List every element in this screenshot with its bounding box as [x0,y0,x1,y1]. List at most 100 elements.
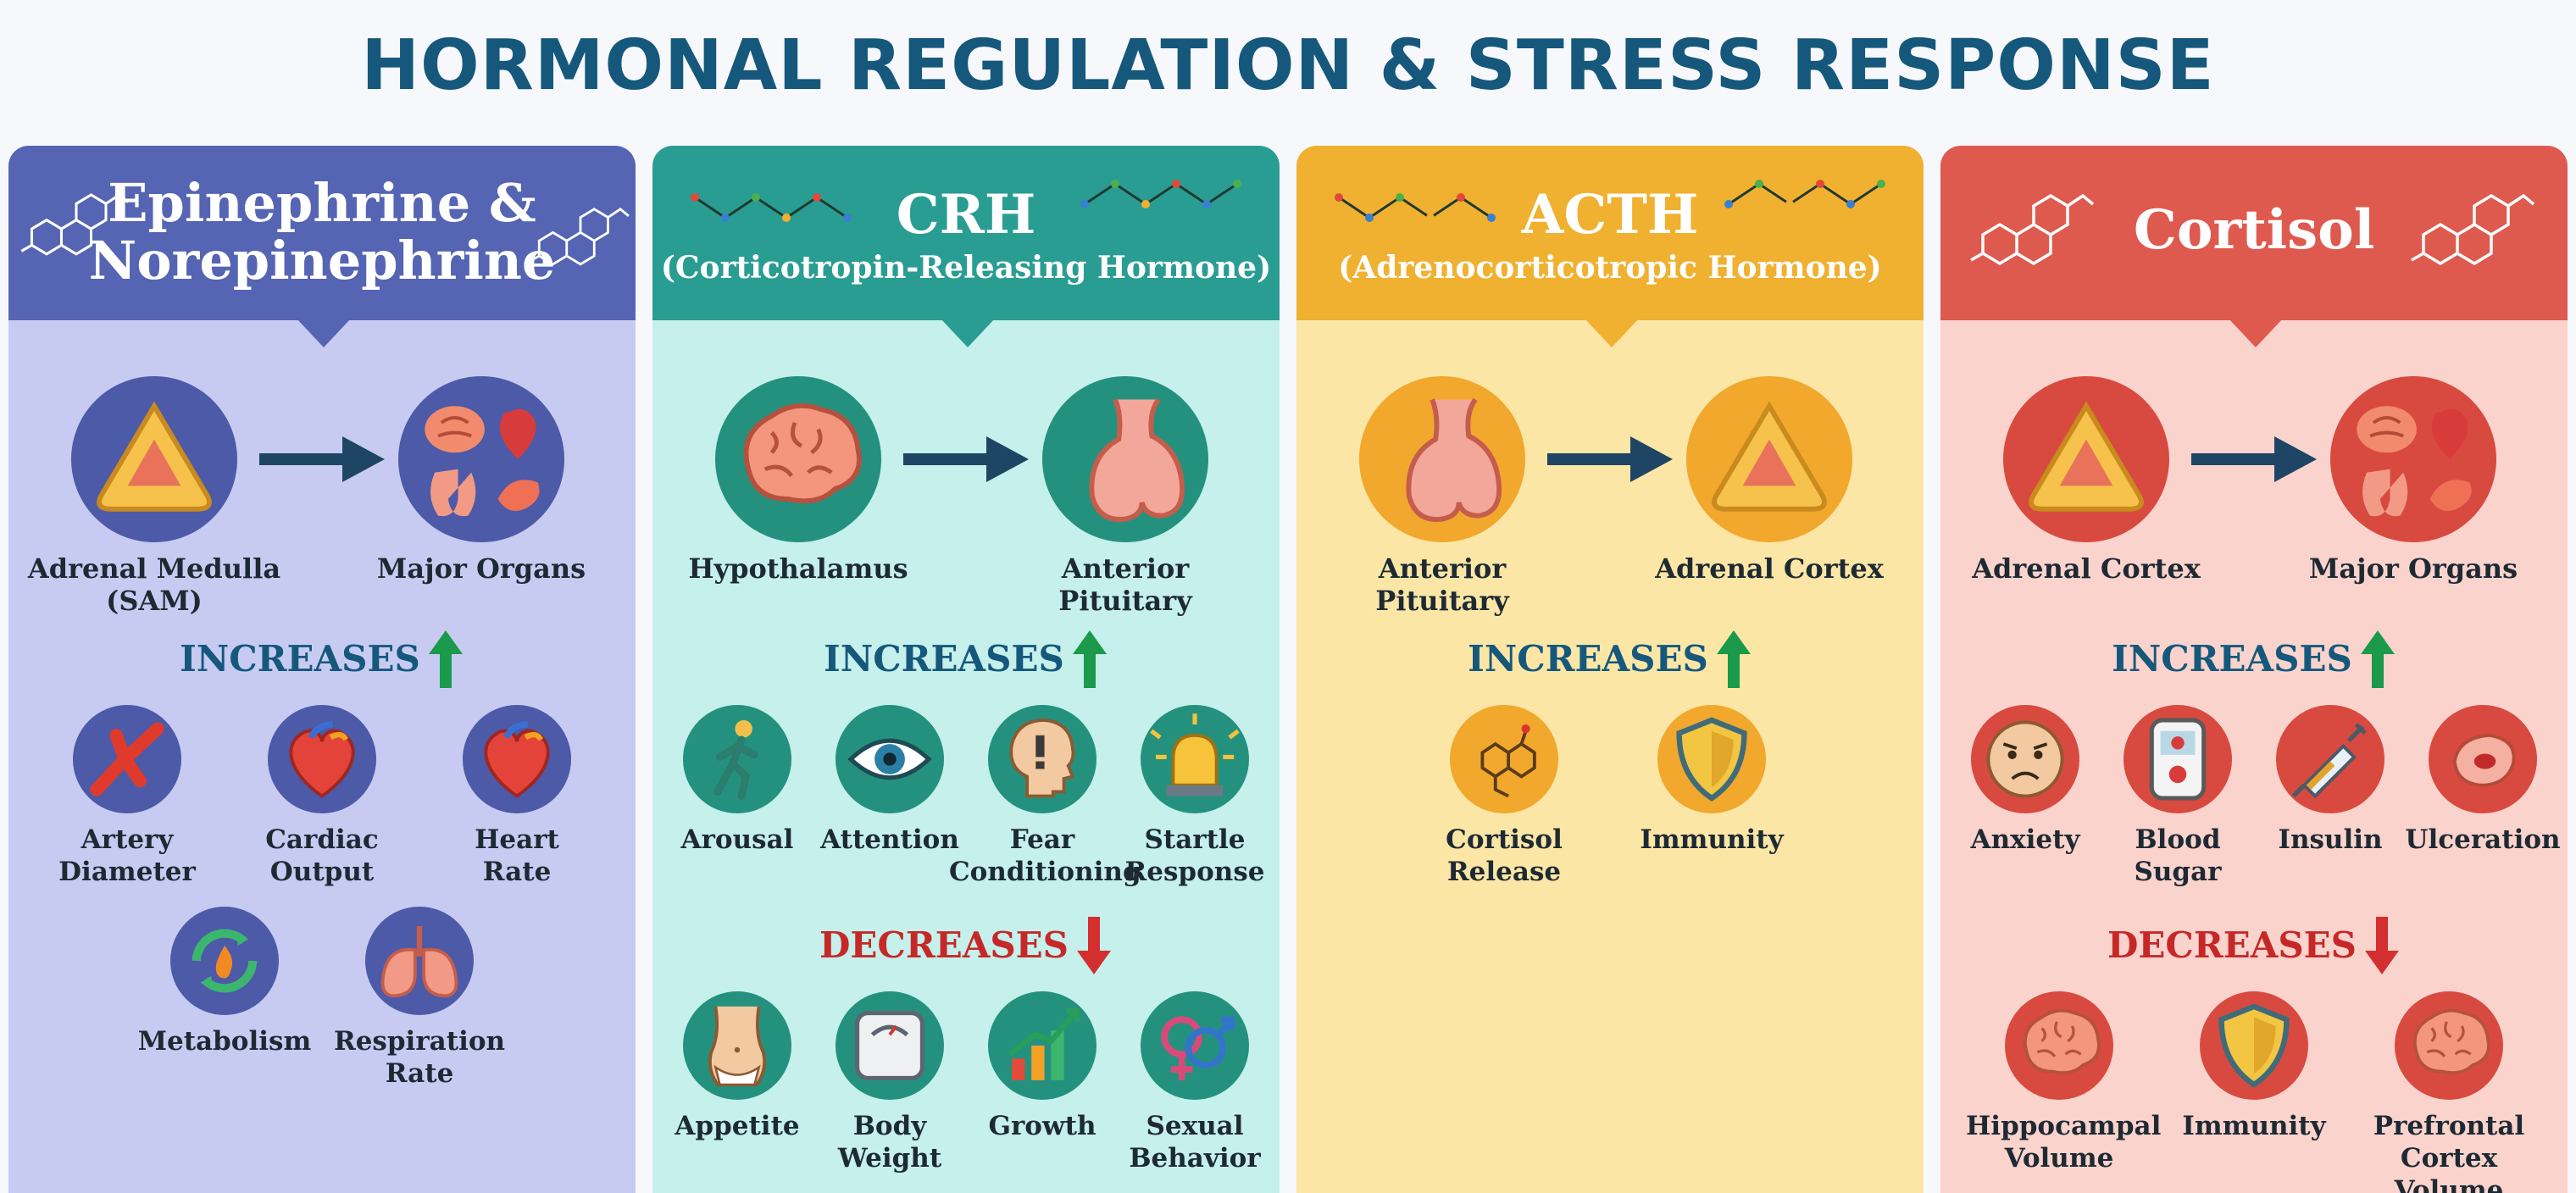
decreases-heading: DECREASES [652,915,1280,976]
effect-label: Prefrontal Cortex Volume [2373,1111,2525,1193]
panel-title: ACTH [1521,183,1699,247]
up-arrow-icon [420,630,464,688]
panel-header: ACTH(Adrenocorticotropic Hormone) [1296,146,1924,320]
panel-subtitle: (Adrenocorticotropic Hormone) [1338,250,1882,286]
alarm-icon [1141,705,1249,813]
pituitary-icon [1359,376,1525,542]
panel-title: Cortisol [2133,198,2375,262]
effect-label: Insulin [2278,824,2383,855]
panel-header: Cortisol [1940,146,2568,320]
molecule-structure-icon [525,171,636,293]
decreases-heading: DECREASES [1940,915,2568,976]
molecule-structure-icon [1720,164,1890,227]
molecule-structure-icon [686,178,856,241]
growth-chart-icon [988,991,1096,1100]
effect-label: Artery Diameter [58,824,196,887]
effect-label: Metabolism [137,1026,312,1057]
ulcer-icon [2429,705,2537,813]
page-title: HORMONAL REGULATION & STRESS RESPONSE [361,25,2215,106]
effect-label: Cardiac Output [265,824,379,887]
effect-label: Respiration Rate [333,1026,506,1089]
gender-icon [1141,991,1249,1100]
effect-label: Fear Conditioning [949,824,1141,887]
up-arrow-icon [2352,630,2396,688]
target-label: Major Organs [2308,552,2518,585]
organs-icon [398,376,564,542]
increases-heading: INCREASES [1940,629,2568,690]
increases-label: INCREASES [1468,638,1708,680]
effect-label: Attention [820,824,959,855]
effect-label: Arousal [680,824,794,855]
adrenal-gland-icon [2003,376,2169,542]
panel-title-line-2: Norepinephrine [88,230,556,291]
panel-header: CRH(Corticotropin-Releasing Hormone) [652,146,1280,320]
panel-title-line-1: Epinephrine & [108,172,536,234]
brain-icon [2005,991,2113,1100]
effect-label: Immunity [2182,1111,2326,1141]
torso-icon [683,991,791,1100]
head-icon [988,705,1096,813]
header-pointer [297,319,351,347]
target-label: Major Organs [376,552,586,585]
panel-header: Epinephrine &Norepinephrine [8,146,636,320]
effect-label: Startle Response [1124,824,1265,887]
increases-heading: INCREASES [8,629,636,690]
flow-arrow-icon [1542,430,1678,492]
effect-label: Anxiety [1970,824,2080,855]
glucose-meter-icon [2124,705,2232,813]
shield-icon [2200,991,2308,1100]
up-arrow-icon [1064,630,1108,688]
worried-face-icon [1971,705,2079,813]
brain-icon [2395,991,2503,1100]
panel-subtitle: (Corticotropin-Releasing Hormone) [660,250,1272,286]
flow-arrow-icon [2186,430,2322,492]
down-arrow-icon [2357,917,2401,974]
effect-label: Hippocampal Volume [1966,1111,2162,1174]
increases-label: INCREASES [824,638,1064,680]
effect-label: Ulceration [2405,824,2561,855]
effect-label: Heart Rate [475,824,559,887]
effect-label: Immunity [1640,824,1784,855]
artery-icon [73,705,181,813]
increases-heading: INCREASES [652,629,1280,690]
header-pointer [941,319,995,347]
increases-label: INCREASES [2112,638,2352,680]
effect-label: Sexual Behavior [1129,1111,1261,1174]
molecule-structure-icon [17,163,136,276]
header-pointer [1585,319,1639,347]
adrenal-gland-icon [71,376,237,542]
increases-heading: INCREASES [1296,629,1924,690]
panel-title: CRH [896,183,1036,247]
increases-label: INCREASES [180,638,420,680]
molecule-structure-icon [1076,164,1246,227]
up-arrow-icon [1708,630,1752,688]
molecule-structure-icon [1966,171,2101,276]
decreases-label: DECREASES [819,924,1069,966]
molecule-structure-icon [2407,171,2542,276]
molecule-icon [1450,705,1558,813]
panel-2: CRH(Corticotropin-Releasing Hormone) Hypo… [652,146,1280,1193]
decreases-label: DECREASES [2107,924,2357,966]
lungs-icon [365,907,474,1015]
eye-icon [836,705,944,813]
adrenal-gland-icon [1686,376,1852,542]
organs-icon [2330,376,2496,542]
scale-icon [836,991,944,1100]
brain-icon [715,376,881,542]
heart-rate-icon [463,705,571,813]
source-label: Anterior Pituitary [1375,552,1509,617]
effect-label: Appetite [675,1111,800,1141]
panel-3: ACTH(Adrenocorticotropic Hormone) Anterio… [1296,146,1924,1193]
effect-label: Cortisol Release [1446,824,1563,887]
pituitary-icon [1042,376,1208,542]
effect-label: Growth [988,1111,1096,1141]
down-arrow-icon [1069,917,1113,974]
source-label: Hypothalamus [688,552,908,585]
target-label: Anterior Pituitary [1058,552,1192,617]
syringe-icon [2276,705,2384,813]
source-label: Adrenal Cortex [1972,552,2201,585]
flow-arrow-icon [898,430,1034,492]
shield-icon [1657,705,1766,813]
